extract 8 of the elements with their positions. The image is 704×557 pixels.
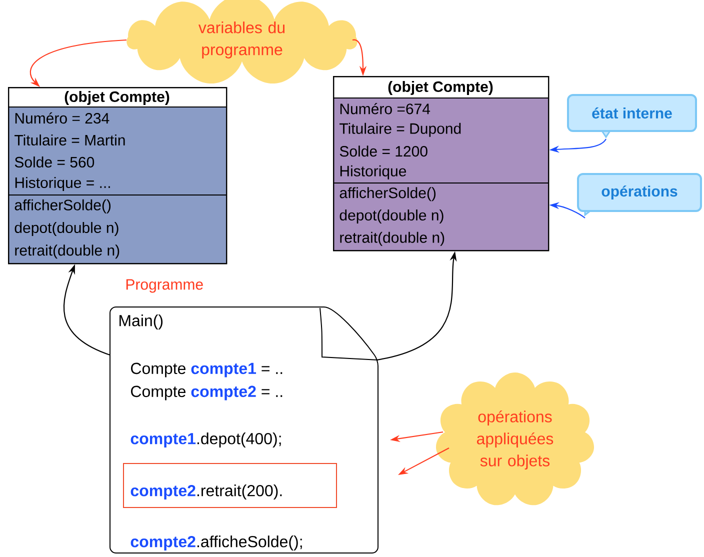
class-box: (objet Compte) Numéro =674 Titulaire = Dupond Solde = 1200 Historique afficherSolde() depot(double n) retrait(double n) [332,76,550,252]
highlight-box: compte2.retrait(200). [123,463,337,508]
class-box: (objet Compte) Numéro = 234 Titulaire = Martin Solde = 560 Historique = ... afficherSolde() depot(double n) retrait(double n) [8,87,228,264]
cloud-callout: variables du programme [126,0,358,84]
cloud-callout: opérations appliquées sur objets [436,372,594,506]
speech-bubble: état interne [567,94,697,138]
speech-bubble: opérations [577,173,702,217]
node-label: Programme [126,279,203,293]
